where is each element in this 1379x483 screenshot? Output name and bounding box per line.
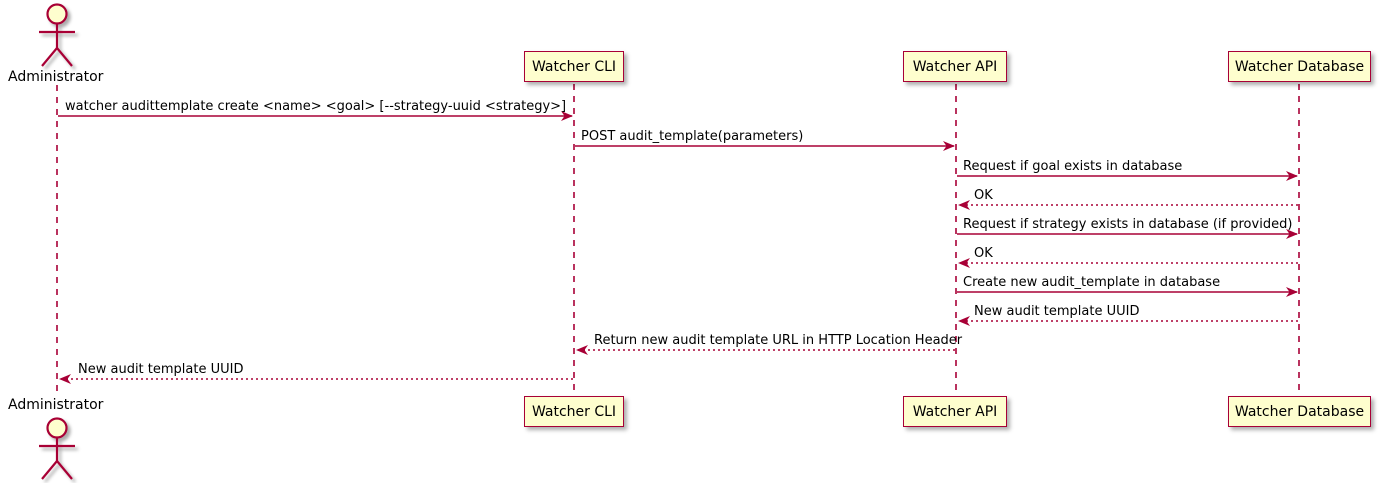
participant-box-watcher-database-top[interactable]: Watcher Database [1228,51,1371,82]
lifelines [56,84,1300,396]
message-label-3: Request if goal exists in database [963,159,1183,174]
participant-box-watcher-database-bottom[interactable]: Watcher Database [1228,396,1371,427]
message-label-9: Return new audit template URL in HTTP Lo… [594,333,963,348]
actor-label-administrator-top: Administrator [8,69,104,85]
participant-box-watcher-api-top[interactable]: Watcher API [903,51,1007,82]
message-label-2: POST audit_template(parameters) [581,129,804,144]
participant-box-watcher-api-bottom[interactable]: Watcher API [903,396,1007,427]
actor-label-administrator-bottom: Administrator [8,397,104,413]
participant-box-watcher-cli-top[interactable]: Watcher CLI [524,51,624,82]
actor-administrator-top [39,3,75,67]
message-label-6: OK [974,246,993,261]
message-label-10: New audit template UUID [78,362,244,377]
message-label-5: Request if strategy exists in database (… [963,217,1293,232]
message-arrows [58,111,1298,384]
message-label-1: watcher audittemplate create <name> <goa… [65,99,567,114]
message-label-7: Create new audit_template in database [963,275,1221,290]
actor-administrator-bottom [39,417,75,480]
participant-box-watcher-cli-bottom[interactable]: Watcher CLI [524,396,624,427]
message-label-8: New audit template UUID [974,304,1140,319]
message-label-4: OK [974,188,993,203]
